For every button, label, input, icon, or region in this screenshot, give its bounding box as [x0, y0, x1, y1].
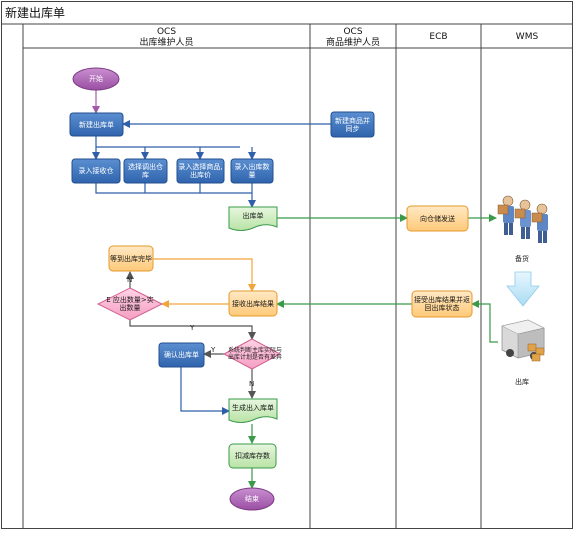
choose-out-wh-node: [123, 158, 168, 184]
choose-goods-node: [176, 158, 225, 184]
confirm-order-node: [158, 342, 205, 368]
edge-wait-receive: [153, 258, 256, 292]
lane-header-line1: OCS: [343, 27, 363, 37]
reduce-stock-node: [228, 443, 277, 469]
lane-header-line2: 出库维护人员: [139, 38, 194, 48]
pick-caption: 备货: [515, 255, 529, 263]
edge-compare-judge: [129, 320, 256, 340]
edge-label-compare-no: N: [127, 276, 133, 284]
sync-goods-node: [330, 111, 375, 138]
create-order-node: [69, 112, 124, 137]
down-arrow-icon: [506, 271, 540, 307]
feedback-node: [411, 290, 473, 318]
edge-label-judge-yes: Y: [211, 346, 216, 354]
lane-header-ocs-out: OCS 出库维护人员: [23, 27, 310, 49]
receive-result-node: [228, 290, 278, 317]
lane-header-line1: OCS: [156, 27, 177, 37]
diagram-title: 新建出库单: [5, 6, 66, 20]
send-to-wh-node: [406, 205, 469, 232]
edge-label-compare-yes: Y: [190, 324, 195, 332]
lane-header-ocs-goods: OCS 商品维护人员: [310, 27, 396, 49]
lane-header-line1: ECB: [429, 32, 448, 42]
lane-header-line2: 商品维护人员: [325, 38, 380, 48]
truck-icon: [501, 319, 545, 362]
lane-header-line1: WMS: [515, 32, 539, 42]
lane-header-ecb: ECB: [396, 32, 481, 43]
edge-label-judge-no: N: [249, 380, 255, 388]
lane-header-wms: WMS: [481, 32, 573, 43]
end-node: [229, 487, 275, 511]
compare-diamond: [96, 287, 164, 321]
ship-caption: 出库: [515, 378, 529, 386]
workers-icon: [497, 195, 548, 243]
wait-done-node: [108, 245, 154, 272]
judge-diamond: [222, 338, 282, 370]
edge-ship-feedback: [471, 300, 498, 343]
out-doc-node: [228, 206, 278, 231]
input-receive-wh-node: [71, 158, 121, 184]
input-qty-node: [230, 158, 274, 184]
gen-doc-node: [228, 398, 278, 423]
start-node: [72, 67, 120, 91]
edge-confirm-gen: [180, 367, 230, 415]
